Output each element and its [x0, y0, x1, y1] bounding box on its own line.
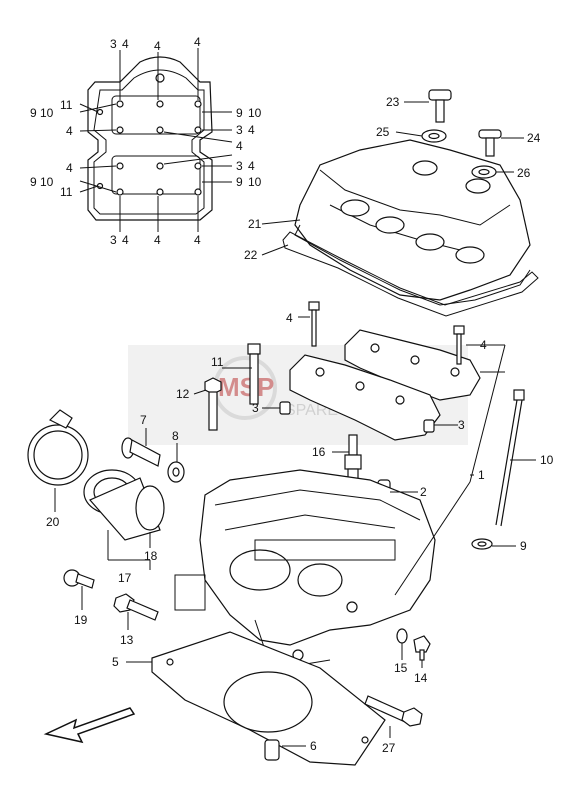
- callout-8: 8: [172, 429, 179, 443]
- callout-23: 23: [386, 95, 400, 109]
- bolt-12: [204, 377, 222, 431]
- callout-2: 2: [420, 485, 427, 499]
- inset-label-top-4: 4: [194, 35, 201, 49]
- camshaft-holder: [289, 329, 481, 441]
- callout-15: 15: [394, 661, 408, 675]
- washer-15: [396, 628, 408, 644]
- hose-clamp: [27, 409, 89, 486]
- arrow-down-left-icon: [43, 707, 136, 744]
- inset-label-right-4b: 4: [236, 139, 243, 153]
- inset-label-right-4c: 4: [248, 159, 255, 173]
- callout-17: 17: [118, 571, 132, 585]
- gasket-holes: [96, 73, 202, 196]
- callout-25: 25: [376, 125, 390, 139]
- inset-label-bottom-4b: 4: [154, 233, 161, 247]
- callout-26: 26: [517, 166, 531, 180]
- bolt-27: [364, 695, 423, 727]
- cover-gasket-inset: [79, 48, 233, 232]
- callout-labels: 23 25 24 26 21 22 4 4 11 12 3 3 16 7 8 1…: [46, 95, 554, 755]
- inset-label-left-11b: 11: [60, 185, 73, 199]
- inset-label-top-1: 3: [110, 37, 117, 51]
- bolt-7: [121, 437, 161, 467]
- inset-label-left-10a: 10: [40, 106, 54, 120]
- inset-label-right-4a: 4: [248, 123, 255, 137]
- inset-label-right-10a: 10: [248, 106, 262, 120]
- callout-16: 16: [312, 445, 326, 459]
- washer-9: [471, 538, 493, 550]
- inset-label-right-3b: 3: [236, 159, 243, 173]
- cover-bolt-23: [428, 89, 452, 123]
- inset-label-top-2: 4: [122, 37, 129, 51]
- inset-label-right-3a: 3: [236, 123, 243, 137]
- callout-10: 10: [540, 453, 554, 467]
- cylinder-head-cover: [294, 139, 531, 306]
- inset-label-right-9a: 9: [236, 106, 243, 120]
- callout-19: 19: [74, 613, 88, 627]
- cover-bolt-24: [478, 129, 502, 157]
- callout-6: 6: [310, 739, 317, 753]
- callout-5: 5: [112, 655, 119, 669]
- inset-label-left-9b: 9: [30, 175, 37, 189]
- dowel-pins-3: [279, 401, 435, 433]
- watermark-logo: MSP: [218, 372, 274, 402]
- bolt-13: [113, 593, 159, 621]
- bolt-14: [413, 635, 431, 661]
- callout-22: 22: [244, 248, 258, 262]
- callout-13: 13: [120, 633, 134, 647]
- callout-11: 11: [211, 355, 224, 369]
- stud-bolt-10: [495, 389, 525, 527]
- bolt-11: [247, 343, 261, 405]
- inset-label-left-4b: 4: [66, 161, 73, 175]
- callout-24: 24: [527, 131, 541, 145]
- inset-label-left-4a: 4: [66, 124, 73, 138]
- callout-12: 12: [176, 387, 190, 401]
- callout-21: 21: [248, 217, 262, 231]
- callout-1: 1: [478, 468, 485, 482]
- callout-18: 18: [144, 549, 158, 563]
- callout-7: 7: [140, 413, 147, 427]
- callout-20: 20: [46, 515, 60, 529]
- callout-9: 9: [520, 539, 527, 553]
- callout-3-left: 3: [252, 401, 259, 415]
- inset-label-left-11a: 11: [60, 98, 73, 112]
- screw-19: [63, 569, 95, 589]
- leader-lines: [54, 101, 536, 747]
- seal-washer-25: [421, 129, 447, 143]
- intake-pipe: [83, 469, 165, 541]
- callout-3-right: 3: [458, 418, 465, 432]
- callout-27: 27: [382, 741, 396, 755]
- callout-4-right: 4: [480, 338, 487, 352]
- cylinder-head: [174, 469, 436, 666]
- inset-label-right-10b: 10: [248, 175, 262, 189]
- cover-gasket: [282, 231, 539, 317]
- inset-label-bottom-4a: 4: [122, 233, 129, 247]
- callout-14: 14: [414, 671, 428, 685]
- dowel-6: [264, 739, 280, 761]
- gasket-inset-labels: 3 4 4 4 9 10 11 4 4 9 10 11 9 10 3 4 4 3…: [30, 35, 262, 247]
- inset-label-left-9a: 9: [30, 106, 37, 120]
- washer-8: [167, 461, 185, 483]
- inset-label-bottom-4c: 4: [194, 233, 201, 247]
- callout-4-left: 4: [286, 311, 293, 325]
- cylinder-head-gasket: [151, 631, 386, 766]
- inset-label-right-9b: 9: [236, 175, 243, 189]
- inset-label-top-3: 4: [154, 39, 161, 53]
- inset-label-left-10b: 10: [40, 175, 54, 189]
- seal-washer-26: [471, 165, 497, 179]
- holder-bolts: [308, 301, 465, 365]
- inset-label-bottom-3: 3: [110, 233, 117, 247]
